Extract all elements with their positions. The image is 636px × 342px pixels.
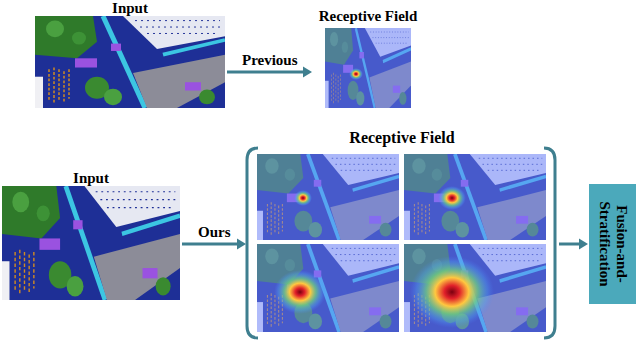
arrow-connector bbox=[227, 67, 312, 78]
image-panel: Input bbox=[2, 170, 180, 300]
image-panel: Receptive Field bbox=[247, 130, 557, 340]
arrow-line bbox=[559, 243, 580, 246]
arrow-label: Ours bbox=[196, 224, 233, 240]
arrow-line bbox=[182, 243, 238, 246]
box-label: Fusion-and-Stratification bbox=[596, 188, 630, 300]
arrowhead bbox=[237, 239, 246, 250]
panel-heading: Input bbox=[2, 170, 180, 186]
image-panel: Input bbox=[35, 0, 225, 108]
image-panel: Receptive Field bbox=[313, 8, 423, 108]
arrow-connector bbox=[182, 239, 246, 250]
arrow-connector bbox=[559, 239, 588, 250]
panel-heading: Receptive Field bbox=[247, 130, 557, 146]
arrowhead bbox=[303, 67, 312, 78]
arrow-label: Previous bbox=[240, 52, 300, 68]
arrow-line bbox=[227, 71, 304, 74]
process-box: Fusion-and-Stratification bbox=[589, 184, 636, 304]
arrowhead bbox=[579, 239, 588, 250]
panel-heading: Input bbox=[35, 0, 225, 16]
panel-heading: Receptive Field bbox=[313, 8, 423, 24]
